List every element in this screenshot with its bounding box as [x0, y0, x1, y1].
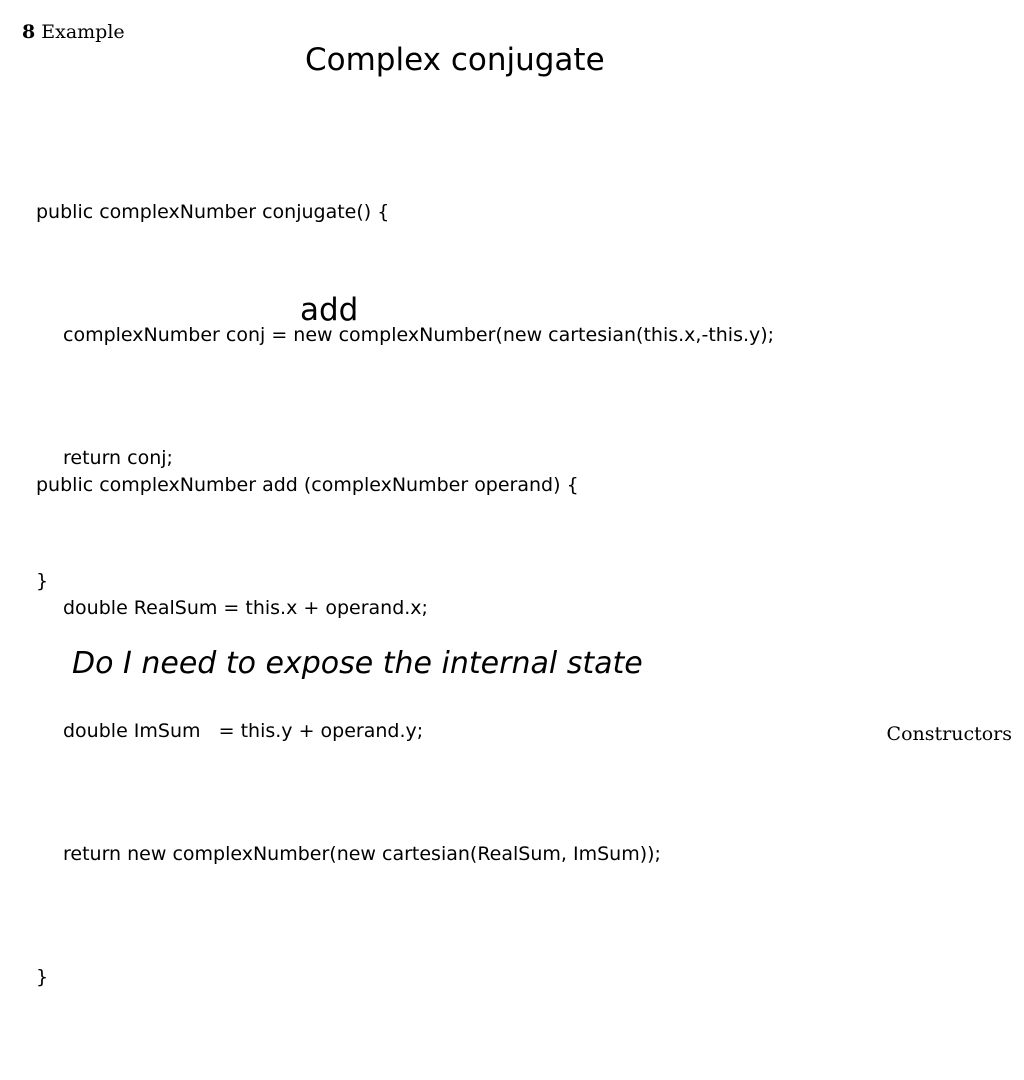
add-code-block: public complexNumber add (complexNumber …	[36, 383, 661, 1080]
question-text: Do I need to expose the internal state	[72, 646, 643, 681]
conjugate-code-block: public complexNumber conjugate() { compl…	[36, 110, 774, 684]
add-title: add	[300, 292, 359, 328]
code-line: double RealSum = this.x + operand.x;	[63, 597, 428, 619]
code-line: }	[36, 966, 49, 988]
code-line: public complexNumber conjugate() {	[36, 201, 390, 223]
code-line: double ImSum = this.y + operand.y;	[63, 720, 424, 742]
code-line: public complexNumber add (complexNumber …	[36, 474, 579, 496]
code-line: return conj;	[63, 447, 173, 469]
section-label: Example	[41, 21, 125, 43]
code-line: }	[36, 570, 49, 592]
slide-number: 8	[22, 21, 36, 43]
conjugate-title: Complex conjugate	[305, 42, 605, 78]
code-line: complexNumber conj = new complexNumber(n…	[63, 324, 775, 346]
code-line: return new complexNumber(new cartesian(R…	[63, 843, 661, 865]
footer-label: Constructors	[886, 723, 1012, 745]
